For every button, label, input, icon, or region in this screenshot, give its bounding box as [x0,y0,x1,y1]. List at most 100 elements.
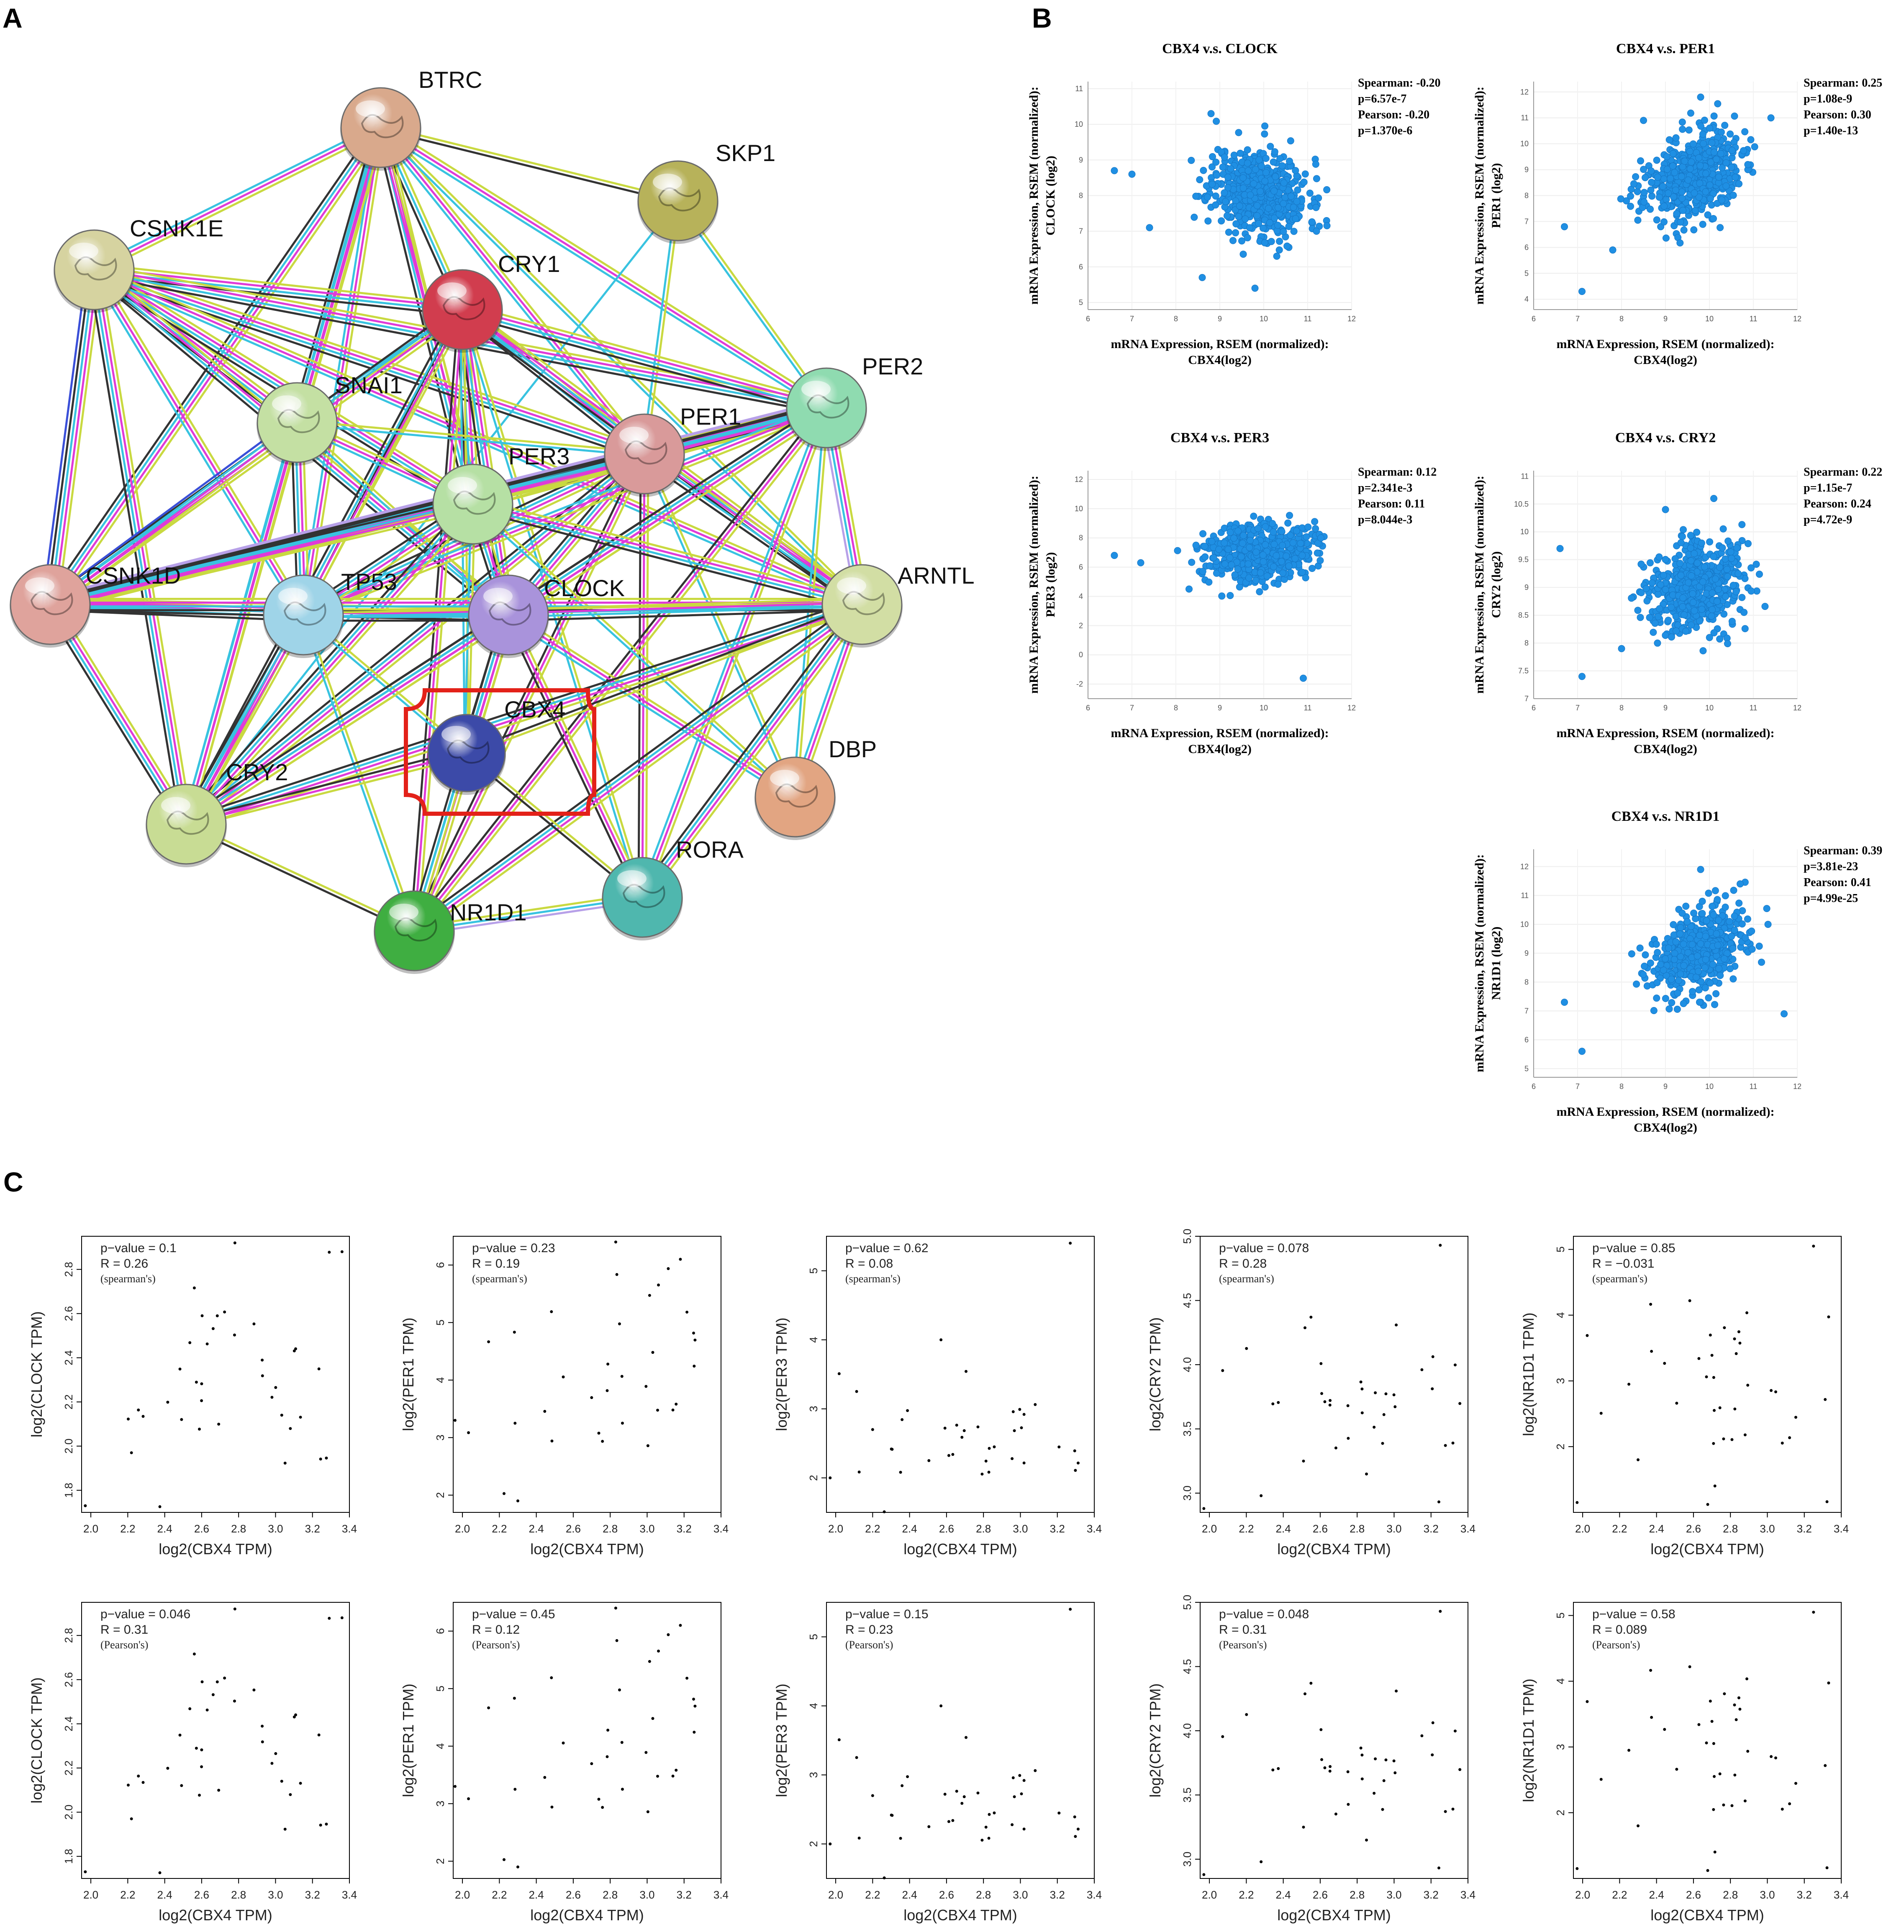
x-axis-label: mRNA Expression, RSEM (normalized): [1556,726,1774,740]
data-point [1706,1503,1709,1506]
y-tick-label: 4 [434,1377,446,1383]
protein-structure-icon [283,601,326,626]
data-point [513,1422,517,1425]
x-axis-label: mRNA Expression, RSEM (normalized): [1111,337,1329,351]
data-point [1738,1707,1742,1711]
data-point [1274,221,1281,229]
data-point [1659,183,1667,190]
data-point [1685,579,1692,587]
edge-line [187,505,475,826]
edge-per3-csnk1d [49,497,475,611]
data-point [1670,193,1677,200]
data-point [606,1362,610,1366]
y-tick-label: 5.0 [1181,1595,1193,1610]
data-point [1679,526,1687,533]
node-label: PER2 [862,353,923,379]
x-tick-label: 2.6 [1313,1522,1328,1535]
edge-line [190,312,469,828]
data-point [1650,1350,1653,1353]
node-highlight [69,243,98,259]
data-point [317,1733,321,1737]
edge-per2-tp53 [301,403,829,620]
r-value-label: R = 0.26 [100,1257,148,1271]
data-point [1655,193,1663,201]
data-point [1365,1472,1368,1476]
method-label: (Pearson's) [1592,1639,1640,1651]
data-point [1420,1368,1424,1371]
data-point [1224,174,1232,181]
edge-line [304,614,417,931]
data-point [1309,565,1316,572]
data-point [1260,1860,1263,1863]
edge-line [53,313,467,610]
data-point [1706,634,1713,641]
y-axis-label: log2(PER3 TPM) [773,1683,790,1797]
y-axis-label: log2(NR1D1 TPM) [1520,1678,1537,1802]
edge-csnk1e-cry1 [93,263,463,316]
data-point [1715,173,1722,181]
data-point [1737,1330,1740,1333]
edge-line [93,270,644,457]
data-point [1717,224,1724,231]
p-value-label: p−value = 0.23 [472,1241,555,1255]
edge-line [50,505,474,607]
data-point [1677,539,1685,546]
data-point [1701,563,1708,571]
node-cry2: CRY2 [146,759,288,867]
data-point [1271,148,1278,156]
x-tick-label: 3.0 [1013,1522,1028,1535]
data-point [1206,562,1214,570]
data-point [1228,561,1235,569]
data-point [1208,538,1216,545]
y-tick-label: 12 [1520,88,1529,96]
data-point [1280,179,1288,187]
stat-line: Spearman: 0.12 [1358,466,1437,479]
edge-line [51,128,383,606]
data-point [1617,195,1624,202]
edge-arntl-nr1d1 [410,599,866,936]
data-point [906,1409,909,1412]
data-point [1717,150,1724,157]
x-tick-label: 7 [1576,315,1580,323]
data-point [1245,574,1253,582]
data-point [1223,212,1231,220]
data-point [1111,167,1118,174]
data-point [1018,1408,1021,1411]
data-point [1302,1825,1305,1829]
node-highlight [448,477,477,494]
data-point [1738,1341,1742,1345]
p-value-label: p−value = 0.078 [1219,1241,1309,1255]
data-point [1262,541,1269,548]
x-tick-label: 8 [1619,315,1624,323]
edge-line [182,609,506,820]
data-point [1137,559,1144,566]
data-point [1334,1812,1337,1816]
data-point [1686,148,1694,155]
edge-csnk1d-cry2 [44,601,192,828]
data-point [693,1364,696,1368]
x-tick-label: 3.4 [1834,1522,1849,1535]
data-point [1662,506,1669,513]
data-point [216,1314,219,1317]
edge-line [380,126,827,409]
edge-line [297,423,644,457]
data-point [1665,136,1673,143]
y-tick-label: 7 [1524,694,1529,703]
data-point [1728,618,1736,625]
data-point [1758,958,1765,966]
data-point [1712,1742,1715,1745]
data-point [1224,184,1232,192]
edge-line [504,616,640,899]
data-point [1670,921,1677,928]
edge-cry1-per2 [460,303,829,415]
data-point [233,1333,236,1337]
cbx4-highlight-box [404,688,596,816]
data-point [467,1431,470,1434]
data-point [1246,544,1253,551]
data-point [1212,192,1219,200]
edge-line [380,127,645,455]
data-point [1713,1775,1716,1778]
data-point [317,1367,321,1371]
data-point [1697,122,1704,130]
x-axis-label: log2(CBX4 TPM) [903,1906,1017,1924]
